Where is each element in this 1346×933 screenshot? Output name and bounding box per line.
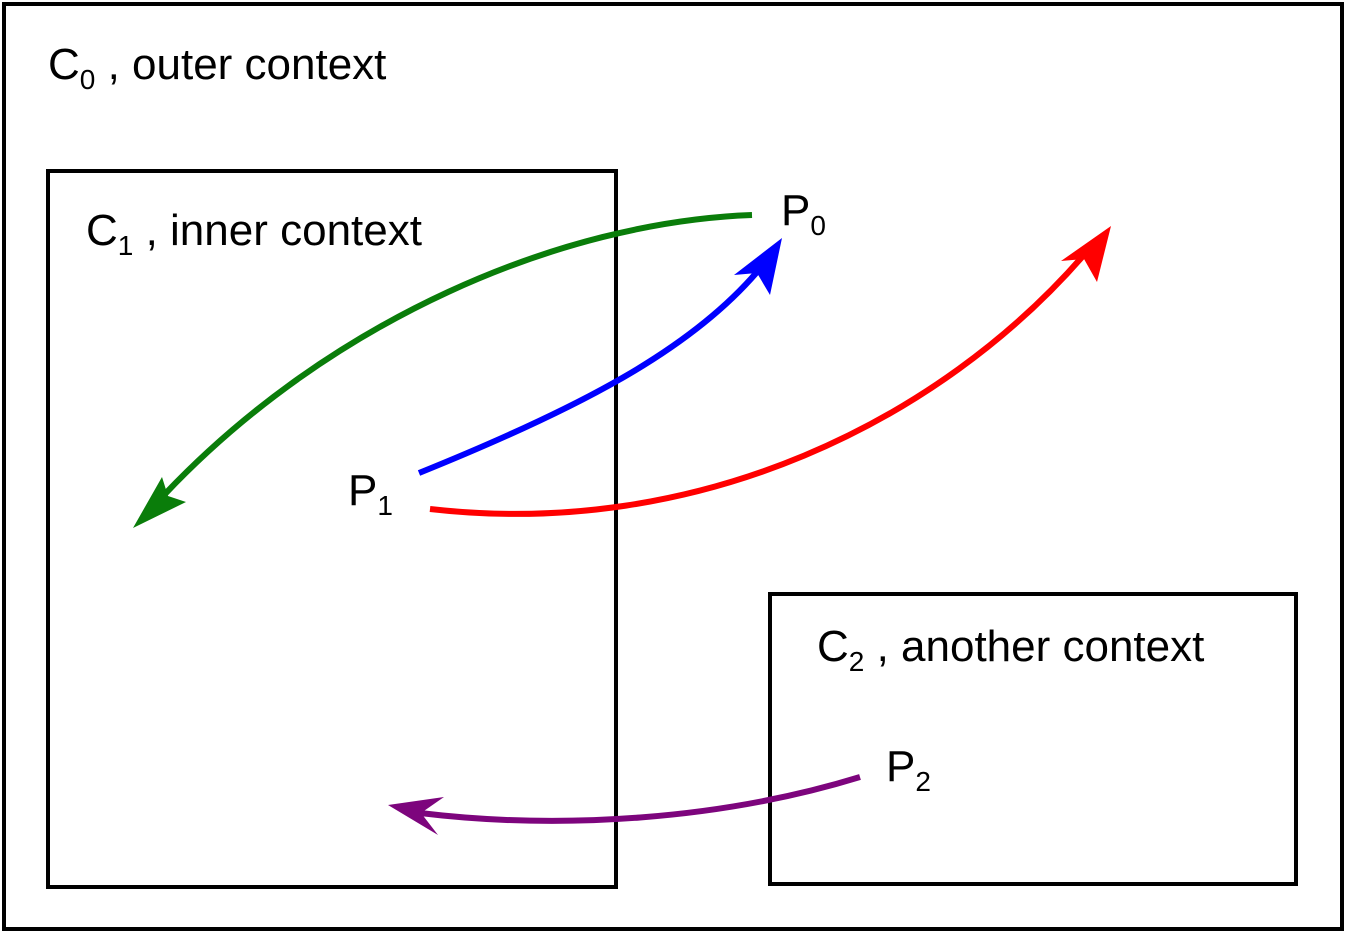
red-arrowhead (1061, 226, 1111, 282)
green-arrowhead (133, 477, 186, 528)
red-arrow (429, 254, 1086, 517)
green-arrow (162, 212, 753, 497)
another-context-box (768, 592, 1298, 886)
blue-arrow (417, 270, 760, 476)
inner-context-label: C1 , inner context (86, 206, 422, 261)
inner-context-box (46, 169, 618, 889)
purple-arrow (419, 774, 861, 824)
point-p2-label: P2 (886, 742, 931, 797)
point-p0-label: P0 (781, 186, 826, 241)
another-context-label: C2 , another context (817, 622, 1204, 677)
outer-context-label: C0 , outer context (48, 40, 386, 95)
blue-arrowhead (734, 238, 782, 295)
purple-arrowhead (388, 797, 444, 835)
point-p1-label: P1 (348, 466, 393, 521)
